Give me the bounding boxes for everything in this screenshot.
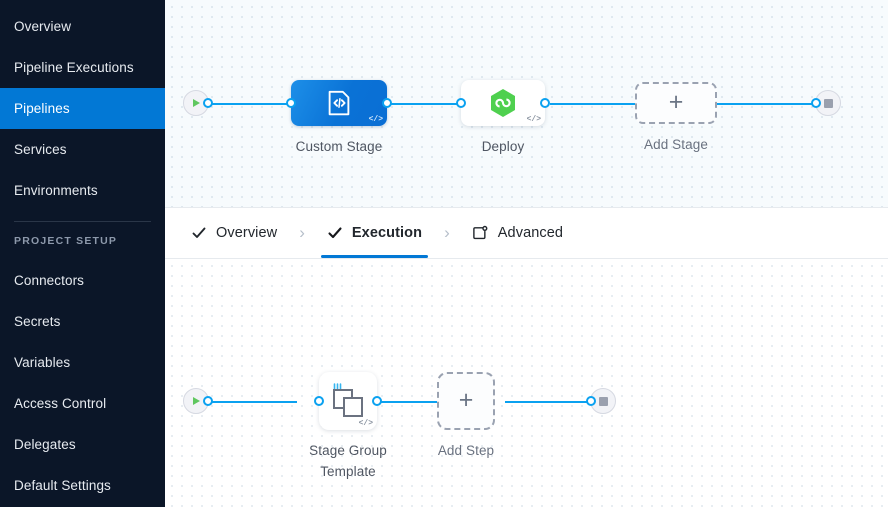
edge-add-stage-to-end — [717, 103, 819, 105]
node-custom-stage[interactable]: </> Custom Stage — [286, 80, 392, 158]
sidebar-item-environments[interactable]: Environments — [0, 170, 165, 211]
template-badge: </> — [358, 419, 373, 428]
add-stage-box[interactable]: + — [635, 82, 717, 124]
end-node-box[interactable] — [586, 388, 616, 414]
sidebar-item-pipelines[interactable]: Pipelines — [0, 88, 165, 129]
node-stage-group-template[interactable]: </> Stage Group Template — [293, 372, 403, 483]
pipeline-step-tabs: Overview › Execution › Advanced — [165, 208, 888, 258]
start-node-box[interactable] — [183, 90, 213, 116]
check-icon — [328, 227, 342, 239]
end-node-port-left[interactable] — [811, 98, 821, 108]
stop-icon — [598, 396, 608, 406]
end-node-port-left[interactable] — [586, 396, 596, 406]
stop-icon — [823, 98, 833, 108]
sidebar-item-label: Default Settings — [14, 478, 111, 493]
stage-canvas[interactable]: </> Custom Stage </> — [165, 0, 888, 208]
sidebar-item-overview[interactable]: Overview — [0, 6, 165, 47]
stage-node-layer: </> Custom Stage </> — [165, 0, 888, 207]
sidebar-item-label: Environments — [14, 183, 98, 198]
edge-deploy-to-add-stage — [550, 103, 655, 105]
stage-group-port-right[interactable] — [372, 396, 382, 406]
stage-group-template-label: Stage Group Template — [309, 443, 387, 479]
edge-start-to-custom-stage — [195, 103, 295, 105]
edge-add-step-to-end — [505, 401, 595, 403]
tab-execution-label: Execution — [351, 225, 423, 241]
sidebar-item-label: Access Control — [14, 396, 107, 411]
deploy-stage-box[interactable]: </> — [456, 80, 550, 126]
tab-execution[interactable]: Execution — [315, 208, 434, 258]
sidebar-item-label: Pipeline Executions — [14, 60, 134, 75]
start-node-port-right[interactable] — [203, 396, 213, 406]
sidebar-item-label: Overview — [14, 19, 72, 34]
stage-group-port-left[interactable] — [314, 396, 324, 406]
plus-icon: + — [458, 385, 474, 414]
sidebar-item-variables[interactable]: Variables — [0, 342, 165, 383]
edge-stage-group-to-add-step — [355, 401, 451, 403]
edge-custom-stage-to-deploy — [387, 103, 465, 105]
sidebar-section-project-setup: PROJECT SETUP — [14, 235, 118, 247]
node-add-stage[interactable]: + Add Stage — [635, 82, 717, 156]
custom-stage-port-right[interactable] — [382, 98, 392, 108]
start-node-box[interactable] — [183, 388, 213, 414]
sidebar: Overview Pipeline Executions Pipelines S… — [0, 0, 165, 507]
node-deploy[interactable]: </> Deploy — [456, 80, 550, 158]
tab-overview[interactable]: Overview — [179, 208, 289, 258]
stage-group-template-box[interactable]: </> — [314, 372, 382, 430]
sidebar-item-delegates[interactable]: Delegates — [0, 424, 165, 465]
plus-icon: + — [668, 87, 684, 116]
deploy-port-left[interactable] — [456, 98, 466, 108]
play-icon — [193, 397, 200, 405]
tab-separator-chevron: › — [299, 223, 305, 242]
custom-stage-box[interactable]: </> — [286, 80, 392, 126]
execution-canvas[interactable]: </> Stage Group Template + Add Step — [165, 258, 888, 507]
end-node[interactable] — [586, 388, 616, 414]
execution-node-layer: </> Stage Group Template + Add Step — [165, 259, 888, 507]
play-icon — [193, 99, 200, 107]
tab-advanced-label: Advanced — [497, 225, 564, 241]
stacked-squares-icon — [333, 383, 363, 417]
sidebar-item-label: Services — [14, 142, 67, 157]
sidebar-item-default-settings[interactable]: Default Settings — [0, 465, 165, 506]
sidebar-item-label: Pipelines — [14, 101, 70, 116]
end-node-box[interactable] — [811, 90, 841, 116]
end-node[interactable] — [811, 90, 841, 116]
custom-stage-template-icon — [328, 90, 350, 116]
sidebar-item-pipeline-executions[interactable]: Pipeline Executions — [0, 47, 165, 88]
sidebar-item-access-control[interactable]: Access Control — [0, 383, 165, 424]
deploy-port-right[interactable] — [540, 98, 550, 108]
add-step-label: Add Step — [437, 443, 495, 458]
sidebar-item-services[interactable]: Services — [0, 129, 165, 170]
start-node[interactable] — [183, 90, 213, 116]
start-node-port-right[interactable] — [203, 98, 213, 108]
custom-stage-port-left[interactable] — [286, 98, 296, 108]
add-stage-label: Add Stage — [644, 137, 708, 152]
start-node[interactable] — [183, 388, 213, 414]
tab-advanced[interactable]: Advanced — [460, 208, 575, 258]
template-badge: </> — [368, 115, 383, 124]
edge-start-to-stage-group — [195, 401, 297, 403]
sidebar-item-label: Connectors — [14, 273, 85, 288]
node-add-step[interactable]: + Add Step — [437, 372, 495, 462]
sidebar-item-label: Delegates — [14, 437, 76, 452]
tab-separator-chevron: › — [444, 223, 450, 242]
sidebar-item-label: Secrets — [14, 314, 61, 329]
custom-stage-label: Custom Stage — [295, 139, 383, 154]
deploy-label: Deploy — [481, 139, 525, 154]
sidebar-item-secrets[interactable]: Secrets — [0, 301, 165, 342]
sidebar-item-connectors[interactable]: Connectors — [0, 260, 165, 301]
main-content: </> Custom Stage </> — [165, 0, 888, 507]
deploy-hexagon-icon — [491, 89, 515, 117]
add-step-box[interactable]: + — [437, 372, 495, 430]
tab-overview-label: Overview — [216, 225, 278, 241]
check-icon — [192, 227, 206, 238]
sidebar-divider — [14, 221, 151, 222]
template-badge: </> — [526, 115, 541, 124]
sidebar-item-label: Variables — [14, 355, 71, 370]
advanced-settings-icon — [472, 225, 488, 239]
